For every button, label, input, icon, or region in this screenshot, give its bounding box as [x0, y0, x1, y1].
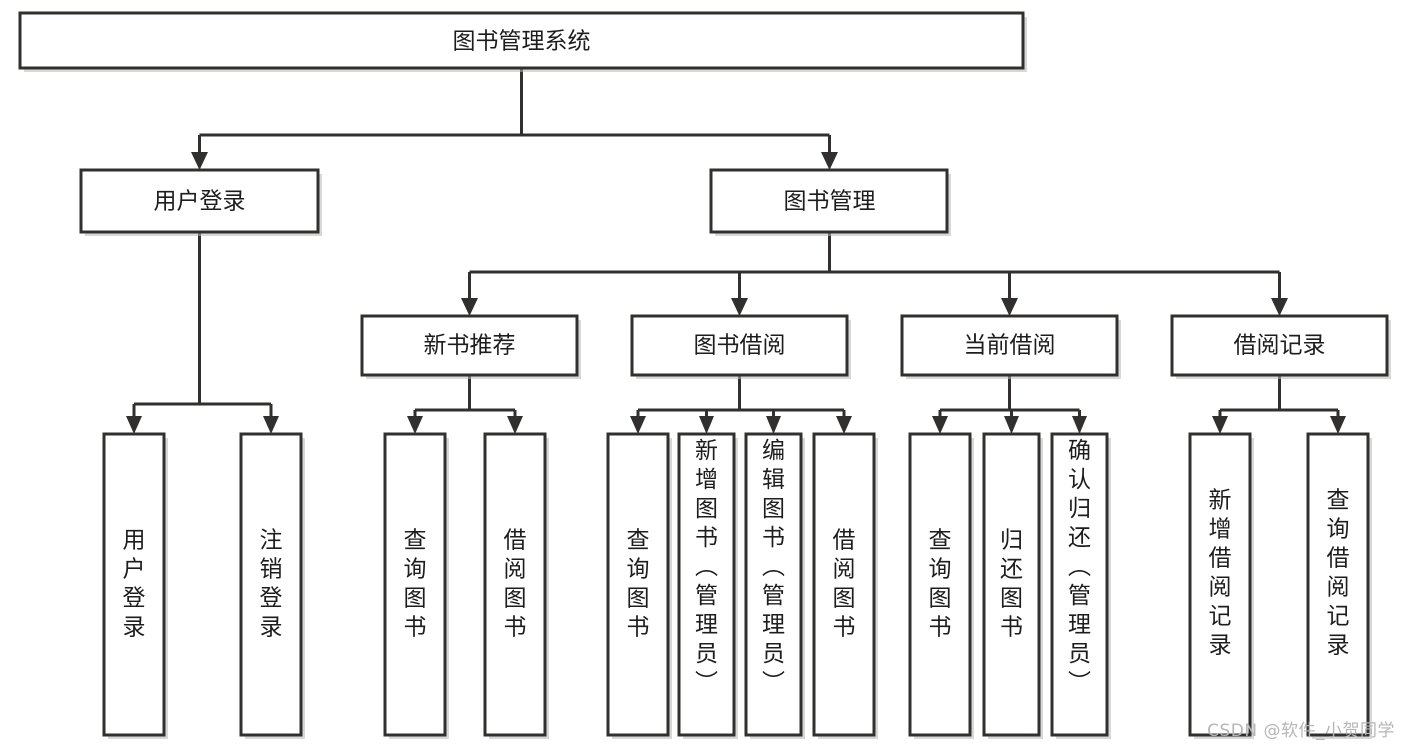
leaf-node[interactable]: 借阅图书 — [483, 432, 549, 739]
leaf-rect — [383, 432, 447, 737]
leaf-rect — [239, 432, 303, 737]
arrow-to-leaf-bb-edit-book — [766, 416, 781, 434]
arrow-to-leaf-rec-borrow-book — [507, 416, 523, 434]
leaf-node[interactable]: 借阅图书 — [812, 432, 878, 739]
leaf-label: 查询图书 — [929, 528, 952, 641]
leaf-label: 查询借阅记录 — [1327, 488, 1350, 659]
node-root[interactable]: 图书管理系统 — [18, 11, 1027, 72]
leaf-label: 用户登录 — [123, 528, 146, 641]
node-book-manage[interactable]: 图书管理 — [709, 168, 951, 236]
book-borrow-label: 图书借阅 — [694, 333, 786, 359]
leaf-label: 新增借阅记录 — [1209, 488, 1232, 659]
connector-layer — [126, 68, 1346, 434]
leaf-node[interactable]: 编辑图书︵管理员︶ — [744, 432, 805, 739]
leaf-rect — [1050, 432, 1109, 737]
arrow-to-book-borrow — [731, 298, 748, 316]
watermark-text: CSDN @软件_小贺同学 — [1207, 721, 1395, 741]
leaf-node[interactable]: 查询借阅记录 — [1306, 432, 1372, 739]
root-label: 图书管理系统 — [453, 29, 591, 55]
leaf-node[interactable]: 注销登录 — [239, 432, 305, 739]
leaf-label: 借阅图书 — [504, 528, 527, 641]
leaf-rect — [908, 432, 972, 737]
leaf-rect — [744, 432, 803, 737]
arrow-to-leaf-user-login — [126, 416, 142, 434]
node-borrow-record[interactable]: 借阅记录 — [1170, 314, 1391, 379]
leaf-rect — [1188, 432, 1252, 737]
leaf-node-layer: 用户登录 注销登录 查询图书 借阅图书 查询图书 新增图书︵管理员︶ 编辑图书︵管理员︶ 借阅… — [102, 432, 1372, 739]
current-borrow-label: 当前借阅 — [964, 333, 1056, 359]
arrow-to-current-borrow — [1001, 298, 1018, 316]
leaf-label: 查询图书 — [627, 528, 650, 641]
book-manage-label: 图书管理 — [784, 189, 876, 215]
node-current-borrow[interactable]: 当前借阅 — [900, 314, 1121, 379]
arrow-to-leaf-br-add-record — [1212, 416, 1228, 434]
new-book-rec-rect — [360, 314, 579, 377]
leaf-rect — [606, 432, 670, 737]
root-rect — [18, 11, 1025, 70]
arrow-to-borrow-record — [1271, 298, 1288, 316]
user-login-label: 用户登录 — [154, 189, 246, 215]
arrow-to-leaf-cb-query-book — [932, 416, 948, 434]
arrow-to-leaf-user-logout — [263, 416, 279, 434]
arrow-to-leaf-cb-return-book — [1004, 416, 1019, 434]
leaf-rect — [483, 432, 547, 737]
arrow-to-leaf-bb-add-book — [699, 416, 714, 434]
leaf-node[interactable]: 查询图书 — [606, 432, 672, 739]
node-user-login[interactable]: 用户登录 — [79, 168, 322, 236]
leaf-label: 编辑图书︵管理员︶ — [762, 438, 785, 696]
arrow-to-leaf-rec-query-book — [407, 416, 423, 434]
book-manage-rect — [709, 168, 949, 234]
node-book-borrow[interactable]: 图书借阅 — [630, 314, 851, 379]
leaf-label: 查询图书 — [404, 528, 427, 641]
borrow-record-rect — [1170, 314, 1389, 377]
arrow-to-book-manage — [821, 152, 838, 170]
leaf-rect — [812, 432, 876, 737]
borrow-record-label: 借阅记录 — [1234, 333, 1326, 359]
arrow-to-leaf-bb-query-book — [630, 416, 646, 434]
leaf-label: 确认归还︵管理员︶ — [1068, 438, 1091, 696]
leaf-label: 注销登录 — [260, 528, 283, 641]
leaf-label: 新增图书︵管理员︶ — [695, 438, 718, 696]
leaf-node[interactable]: 确认归还︵管理员︶ — [1050, 432, 1111, 739]
leaf-node[interactable]: 新增图书︵管理员︶ — [677, 432, 738, 739]
arrow-to-leaf-br-query-record — [1330, 416, 1346, 434]
leaf-node[interactable]: 归还图书 — [982, 432, 1043, 739]
book-borrow-rect — [630, 314, 849, 377]
arrow-to-user-login — [191, 152, 208, 170]
current-borrow-rect — [900, 314, 1119, 377]
leaf-rect — [102, 432, 166, 737]
arrow-to-new-book-rec — [461, 298, 478, 316]
leaf-label: 归还图书 — [1000, 528, 1023, 641]
leaf-node[interactable]: 查询图书 — [908, 432, 974, 739]
node-new-book-rec[interactable]: 新书推荐 — [360, 314, 581, 379]
leaf-rect — [1306, 432, 1370, 737]
leaf-rect — [677, 432, 736, 737]
leaf-label: 借阅图书 — [833, 528, 856, 641]
new-book-rec-label: 新书推荐 — [424, 333, 516, 359]
leaf-rect — [982, 432, 1041, 737]
user-login-rect — [79, 168, 320, 234]
leaf-node[interactable]: 新增借阅记录 — [1188, 432, 1254, 739]
arrow-to-leaf-cb-confirm-return — [1072, 416, 1087, 434]
leaf-node[interactable]: 用户登录 — [102, 432, 168, 739]
leaf-node[interactable]: 查询图书 — [383, 432, 449, 739]
arrow-to-leaf-bb-borrow-book — [836, 416, 852, 434]
